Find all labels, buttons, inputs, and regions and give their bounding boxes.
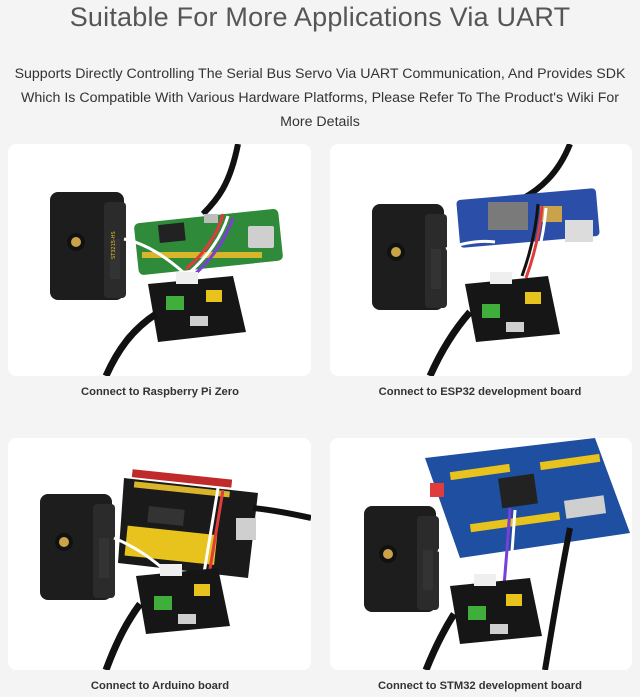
pi-zero-board [134,209,283,275]
esp32-setup-image [372,144,600,376]
example-card-raspberry-pi-zero: ST3215-HS [8,144,311,376]
caption-arduino: Connect to Arduino board [90,680,230,692]
servo-driver-board [148,272,246,342]
arduino-setup-image [40,469,311,670]
caption-stm32: Connect to STM32 development board [378,680,582,692]
servo-driver-board [465,272,560,342]
stm32-board [425,438,630,558]
stm32-setup-image [364,438,630,670]
esp32-board [456,188,600,248]
example-card-stm32 [330,438,632,670]
caption-esp32: Connect to ESP32 development board [378,386,582,398]
caption-raspberry-pi-zero: Connect to Raspberry Pi Zero [81,386,239,398]
page-title: Suitable For More Applications Via UART [69,2,571,32]
raspberry-pi-zero-setup-image: ST3215-HS [50,144,283,376]
servo-motor: ST3215-HS [50,192,126,300]
servo-motor [40,494,115,600]
servo-driver-board [136,564,230,634]
example-card-esp32 [330,144,632,376]
example-card-arduino [8,438,311,670]
arduino-board [118,469,258,578]
svg-text:ST3215-HS: ST3215-HS [111,231,117,259]
servo-motor [364,506,439,612]
page-description: Supports Directly Controlling The Serial… [14,66,626,130]
servo-driver-board [450,574,542,644]
servo-motor [372,204,447,310]
